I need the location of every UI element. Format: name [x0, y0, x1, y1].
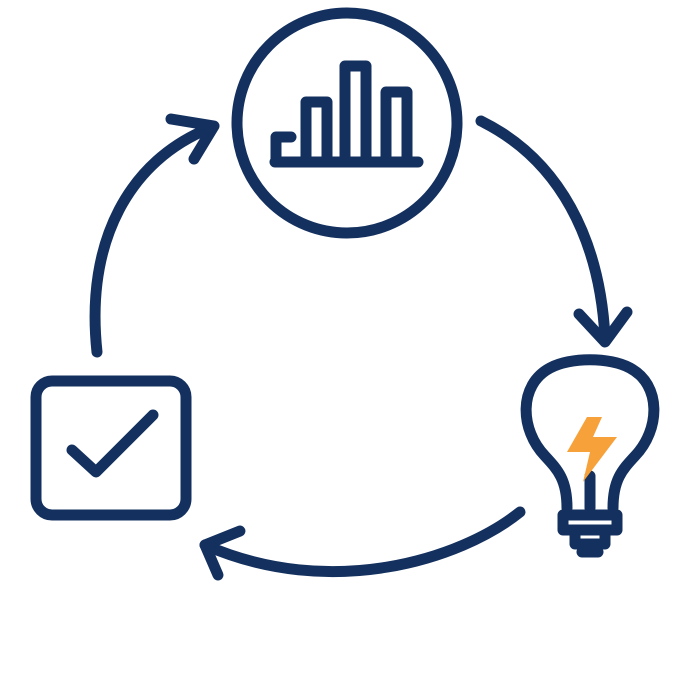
- lightbulb-bulb: [520, 354, 660, 514]
- analytics-node: [231, 7, 463, 239]
- lightbulb-base: [557, 509, 623, 536]
- bar-chart-bar-4: [380, 86, 413, 164]
- bar-chart-bar-3: [339, 60, 372, 164]
- bar-chart-small-bar: [270, 131, 297, 164]
- arrow-insight-to-action: [199, 506, 526, 581]
- arrow-curve: [475, 115, 611, 344]
- lightning-bolt-icon: [567, 417, 617, 482]
- arrow-head: [165, 113, 220, 165]
- checkmark-icon: [66, 409, 159, 478]
- insight-node: [520, 354, 660, 558]
- analytics-node-circle: [231, 7, 463, 239]
- action-node: [30, 375, 192, 521]
- checkbox-icon: [30, 375, 192, 521]
- lightbulb-icon: [520, 354, 660, 558]
- bar-chart-bar-2: [300, 96, 333, 164]
- lightbulb-base-lower: [569, 524, 611, 550]
- arrow-analytics-to-insight: [475, 115, 633, 348]
- bar-chart-icon: [269, 60, 424, 168]
- arrow-curve: [89, 122, 216, 358]
- arrow-action-to-analytics: [89, 113, 220, 358]
- arrow-head: [199, 525, 246, 581]
- arrow-curve: [199, 506, 526, 577]
- arrow-head: [573, 306, 633, 348]
